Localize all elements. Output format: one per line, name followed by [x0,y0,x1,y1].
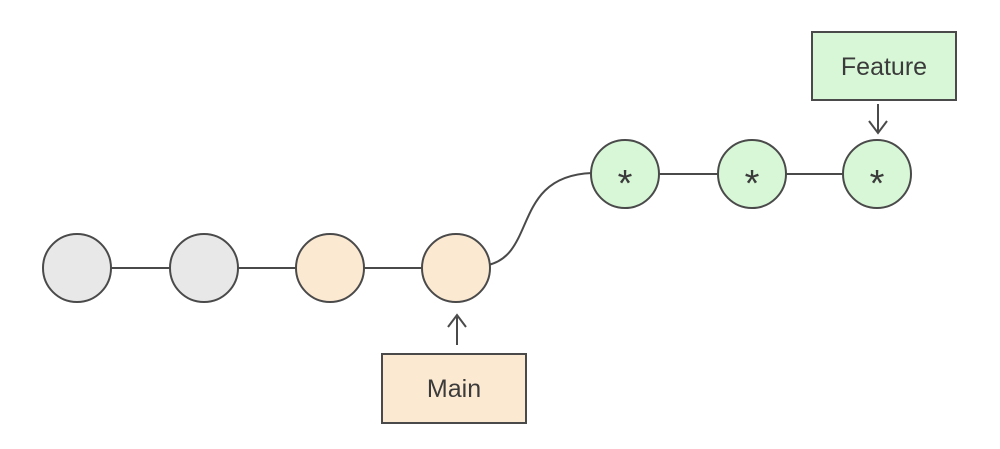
commit-node-6 [717,139,787,209]
arrow-up-icon [447,313,467,328]
edge-branch-curve [487,172,593,266]
commit-symbol-6: * [745,163,760,205]
commit-node-1 [42,233,112,303]
main-label-text: Main [427,375,481,403]
commit-symbol-5: * [618,163,633,205]
commit-symbol-7: * [870,163,885,205]
feature-branch-annotation: Feature [811,31,957,135]
feature-label-text: Feature [841,53,927,81]
main-branch-annotation: Main [381,313,527,424]
commit-node-2 [169,233,239,303]
commit-node-4 [421,233,491,303]
commit-node-3 [295,233,365,303]
feature-label-box [811,31,957,101]
arrow-down-icon [868,120,888,135]
commit-node-5 [590,139,660,209]
commit-node-7 [842,139,912,209]
main-label-box [381,353,527,424]
